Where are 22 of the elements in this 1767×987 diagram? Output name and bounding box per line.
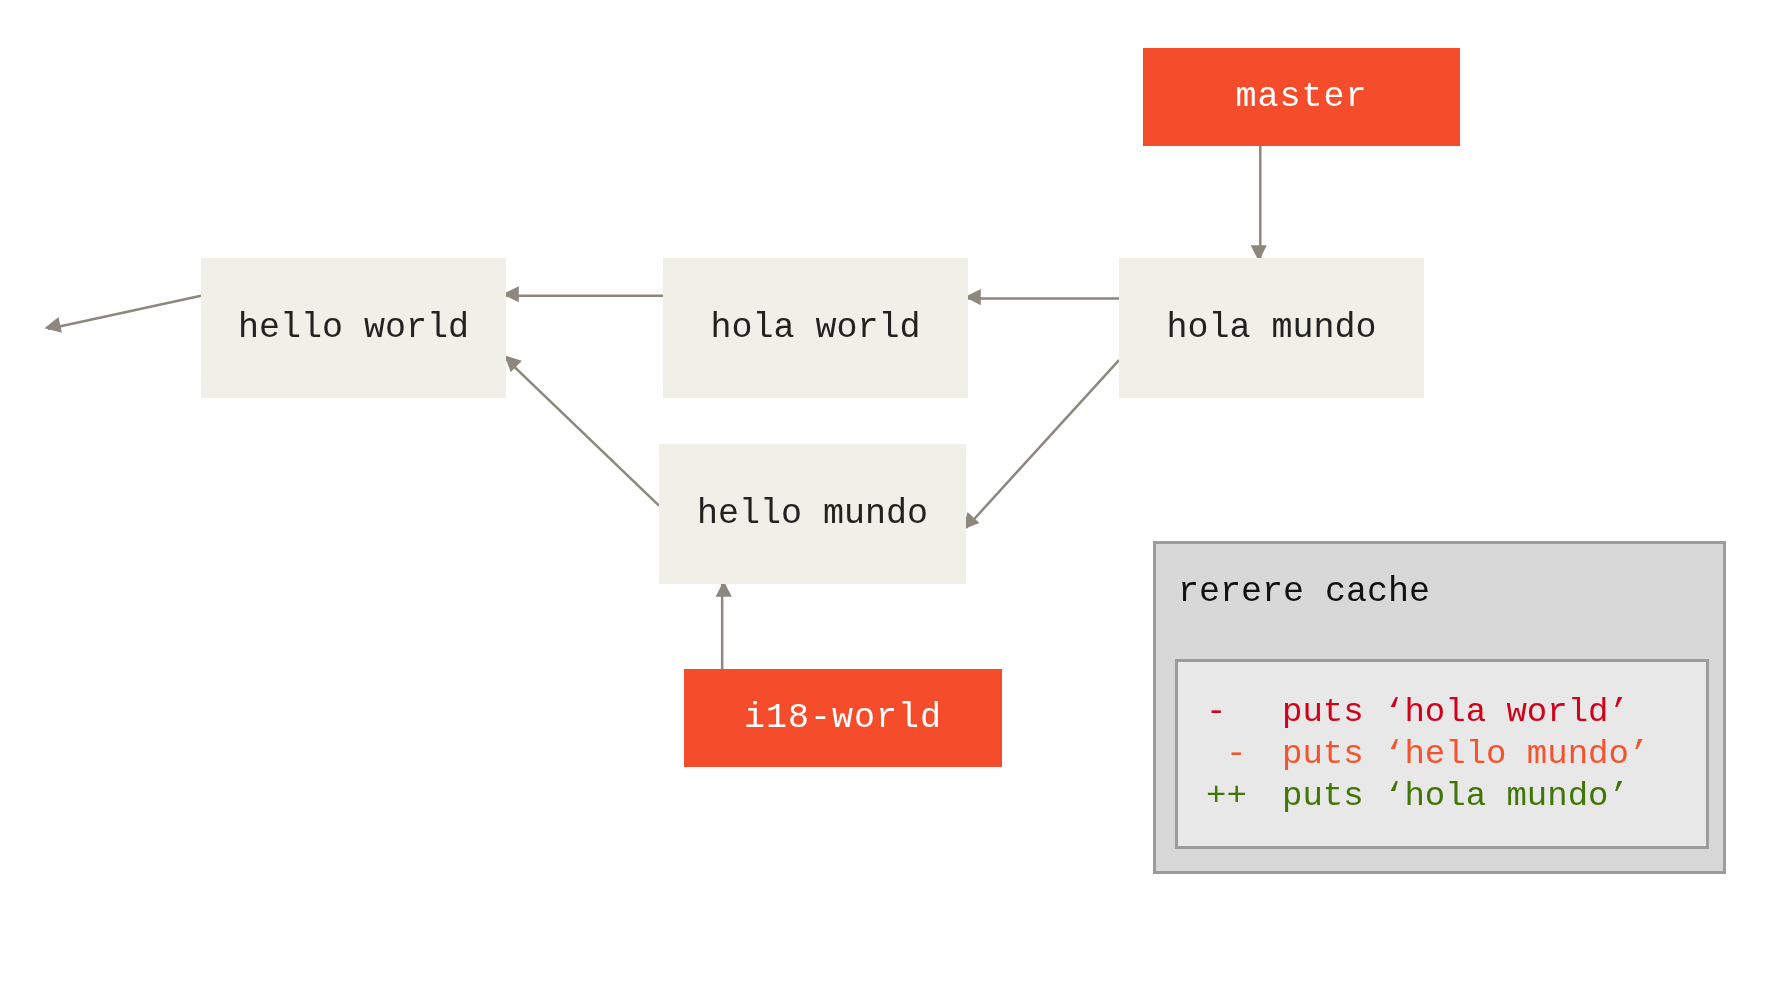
cache-panel: [1153, 541, 1726, 874]
branch-name: master: [1235, 77, 1368, 117]
commit-message: hello mundo: [696, 494, 928, 534]
diff-marker: -: [1206, 692, 1228, 733]
code-line: puts ‘hola mundo’: [1282, 776, 1630, 817]
commit-box: [201, 258, 506, 398]
diff-marker: -: [1225, 734, 1248, 775]
code-line: puts ‘hello mundo’: [1282, 734, 1650, 775]
arrow: [44, 294, 202, 333]
branch-label: [1143, 48, 1460, 146]
commit-message: hello world: [237, 308, 469, 348]
code-line: puts ‘hola world’: [1282, 692, 1630, 733]
commit-message: hola mundo: [1166, 308, 1377, 348]
branch-name: i18-world: [744, 698, 942, 738]
diff-panel: [1175, 659, 1709, 849]
commit-message: hola world: [710, 308, 921, 348]
commit-box: [659, 444, 966, 584]
panel-title: rerere cache: [1178, 572, 1431, 612]
commit-box: [663, 258, 968, 398]
diff-marker: ++: [1206, 776, 1248, 817]
branch-label: [684, 669, 1002, 767]
commit-box: [1119, 258, 1424, 398]
